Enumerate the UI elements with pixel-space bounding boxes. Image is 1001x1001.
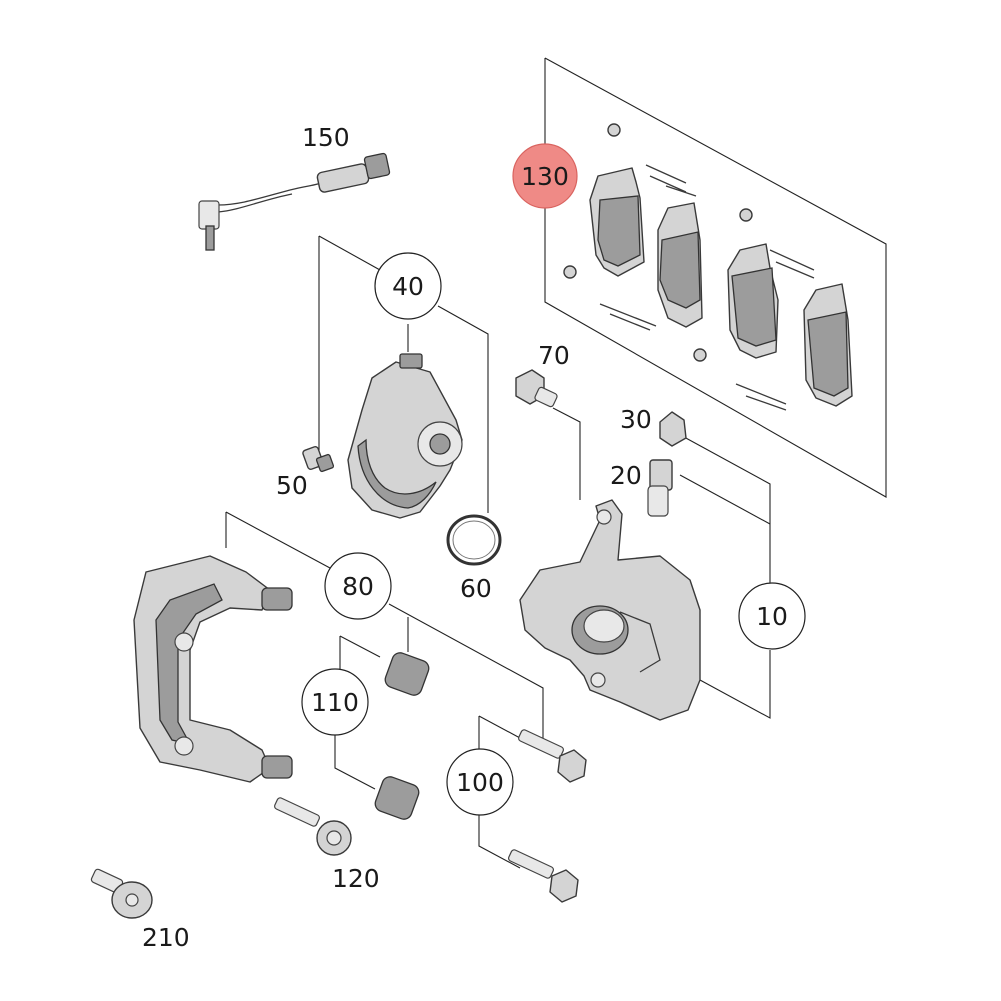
guide-sleeve-part[interactable] <box>373 651 431 822</box>
part-label-210[interactable]: 210 <box>142 923 190 952</box>
actuator-screw-part[interactable] <box>302 446 335 473</box>
callout-circle <box>738 582 806 650</box>
torx-screw-part[interactable] <box>90 868 153 919</box>
callout-110[interactable]: 110 <box>301 668 369 736</box>
callout-circle <box>374 252 442 320</box>
part-label-30[interactable]: 30 <box>620 405 652 434</box>
guide-bolt-part[interactable] <box>515 369 558 408</box>
callout-label: 110 <box>311 688 359 717</box>
leader-lines <box>225 57 887 869</box>
callout-circle <box>301 668 369 736</box>
caliper-bracket-part[interactable] <box>133 555 293 783</box>
part-label-120[interactable]: 120 <box>332 864 380 893</box>
callout-10[interactable]: 10 <box>738 582 806 650</box>
callout-circle <box>324 552 392 620</box>
bolt-part[interactable] <box>274 797 352 856</box>
bleeder-valve-part[interactable] <box>647 459 673 517</box>
callout-label: 10 <box>756 602 788 631</box>
bracket-bolt-part[interactable] <box>508 729 587 903</box>
callout-circle <box>446 748 514 816</box>
part-label-70[interactable]: 70 <box>538 341 570 370</box>
o-ring-seal-part[interactable] <box>446 514 502 566</box>
wear-sensor-part[interactable] <box>198 152 391 251</box>
callout-label: 130 <box>521 162 569 191</box>
part-label-20[interactable]: 20 <box>610 461 642 490</box>
callout-label: 100 <box>456 768 504 797</box>
parking-brake-actuator-part[interactable] <box>347 353 463 519</box>
callout-group: 10 40 80 100 110 130 <box>301 143 806 816</box>
part-label-50[interactable]: 50 <box>276 471 308 500</box>
brake-pad-set-part[interactable] <box>563 123 853 411</box>
callout-label: 40 <box>392 272 424 301</box>
dust-cap-part[interactable] <box>659 411 687 447</box>
part-label-60[interactable]: 60 <box>460 574 492 603</box>
callout-130[interactable]: 130 <box>512 143 578 209</box>
callout-40[interactable]: 40 <box>374 252 442 320</box>
callout-80[interactable]: 80 <box>324 552 392 620</box>
part-label-150[interactable]: 150 <box>302 123 350 152</box>
callout-circle <box>512 143 578 209</box>
brake-caliper-housing-part[interactable] <box>519 499 701 721</box>
callout-100[interactable]: 100 <box>446 748 514 816</box>
callout-label: 80 <box>342 572 374 601</box>
